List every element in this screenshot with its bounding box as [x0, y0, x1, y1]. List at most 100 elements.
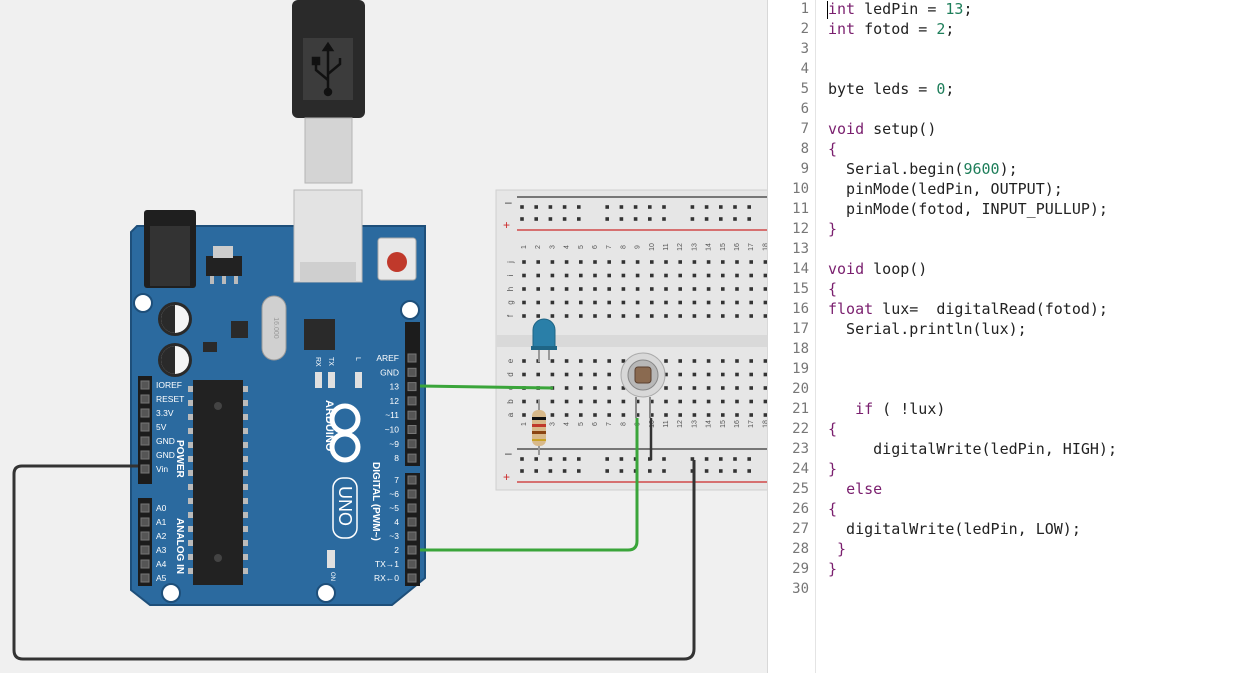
code-line[interactable]: else [828, 479, 882, 499]
line-number: 14 [792, 261, 809, 277]
pin-digital-top-2[interactable] [407, 382, 417, 392]
pin-digital-top-4[interactable] [407, 410, 417, 420]
pin-analog-4[interactable] [140, 559, 150, 569]
pin-analog-3[interactable] [140, 545, 150, 555]
breadboard-column-label: 11 [663, 243, 670, 250]
pin-analog-0[interactable] [140, 503, 150, 513]
code-token: { [828, 420, 838, 438]
code-line[interactable]: { [828, 279, 837, 299]
line-number: 16 [792, 301, 809, 317]
pin-label: IOREF [156, 380, 182, 390]
code-line[interactable]: pinMode(ledPin, OUTPUT); [828, 179, 1063, 199]
breadboard-column-label: 8 [620, 245, 627, 249]
code-line[interactable]: } [828, 559, 837, 579]
code-line[interactable]: } [828, 459, 837, 479]
pin-analog-5[interactable] [140, 573, 150, 583]
code-line[interactable]: void loop() [828, 259, 927, 279]
code-line[interactable]: int fotod = 2; [828, 19, 954, 39]
code-line[interactable]: byte leds = 0; [828, 79, 954, 99]
breadboard-column-label: 6 [592, 245, 599, 249]
board-led-label: L [354, 357, 361, 361]
pin-label: 12 [390, 396, 400, 406]
wire-pin13-led[interactable] [419, 384, 554, 390]
regulator-tab [213, 246, 233, 258]
code-line[interactable]: Serial.begin(9600); [828, 159, 1018, 179]
pin-digital-bottom-2[interactable] [407, 503, 417, 513]
breadboard-column-label: 18 [762, 420, 767, 428]
breadboard-row-label: d [506, 372, 515, 376]
smd-chip [203, 342, 217, 352]
code-line[interactable]: } [828, 539, 846, 559]
power-jack-inner [150, 226, 190, 286]
pin-label: A1 [156, 517, 167, 527]
pin-label: 2 [394, 545, 399, 555]
code-line[interactable]: pinMode(fotod, INPUT_PULLUP); [828, 199, 1108, 219]
pin-digital-top-5[interactable] [407, 425, 417, 434]
photodiode[interactable] [620, 352, 666, 418]
code-line[interactable]: int ledPin = 13; [828, 0, 973, 19]
code-line[interactable]: } [828, 219, 837, 239]
reset-button-cap[interactable] [387, 252, 407, 272]
pin-digital-bottom-7[interactable] [407, 573, 417, 583]
pin-power-1[interactable] [140, 394, 150, 404]
code-token: fotod = [855, 20, 937, 38]
pin-digital-bottom-5[interactable] [407, 545, 417, 555]
pin-power-0[interactable] [140, 380, 150, 390]
breadboard-column-label: 10 [649, 420, 656, 428]
pin-digital-top-3[interactable] [407, 396, 417, 406]
blue-led[interactable] [531, 318, 557, 362]
smd-chip [231, 321, 248, 338]
breadboard-column-label: 3 [549, 422, 556, 426]
breadboard-column-label: 1 [521, 422, 528, 426]
pin-digital-bottom-4[interactable] [407, 531, 417, 541]
atmega-chip [193, 380, 243, 585]
uno-badge: UNO [332, 477, 358, 539]
code-line[interactable]: digitalWrite(ledPin, HIGH); [828, 439, 1117, 459]
code-line[interactable]: Serial.println(lux); [828, 319, 1027, 339]
code-line[interactable]: { [828, 499, 837, 519]
pin-power-5[interactable] [140, 450, 150, 460]
pin-analog-2[interactable] [140, 531, 150, 541]
code-line[interactable]: float lux= digitalRead(fotod); [828, 299, 1108, 319]
code-token: byte leds = [828, 80, 937, 98]
pin-label: 5V [156, 422, 167, 432]
code-line[interactable]: digitalWrite(ledPin, LOW); [828, 519, 1081, 539]
wire-gnd-rail[interactable] [12, 460, 696, 661]
pin-digital-bottom-3[interactable] [407, 517, 417, 527]
code-token: digitalWrite(ledPin, LOW); [828, 520, 1081, 538]
breadboard-row-label: h [506, 287, 515, 291]
pin-digital-bottom-1[interactable] [407, 489, 417, 499]
pin-power-3[interactable] [140, 422, 150, 432]
breadboard-column-label: 4 [564, 245, 571, 249]
pin-digital-top-6[interactable] [407, 439, 417, 449]
line-number: 15 [792, 281, 809, 297]
pin-power-6[interactable] [140, 464, 150, 474]
line-number: 26 [792, 501, 809, 517]
code-token [828, 400, 855, 418]
breadboard-column-label: 16 [734, 420, 741, 428]
pin-digital-top-0[interactable] [407, 353, 417, 363]
pin-digital-bottom-6[interactable] [407, 559, 417, 569]
pin-digital-top-1[interactable] [407, 367, 417, 377]
pin-digital-top-7[interactable] [407, 453, 417, 463]
code-line[interactable]: { [828, 419, 837, 439]
code-line[interactable]: void setup() [828, 119, 936, 139]
rail-minus-label: – [505, 446, 512, 460]
breadboard-column-label: 12 [677, 420, 684, 428]
line-number: 4 [800, 61, 809, 77]
pin-digital-bottom-0[interactable] [407, 475, 417, 485]
pin-analog-1[interactable] [140, 517, 150, 527]
code-line[interactable]: if ( !lux) [828, 399, 945, 419]
pin-power-4[interactable] [140, 436, 150, 446]
line-number: 18 [792, 341, 809, 357]
wire-pin2-photodiode[interactable] [420, 418, 639, 552]
resistor[interactable] [532, 400, 546, 455]
code-line[interactable]: { [828, 139, 837, 159]
line-number: 1 [800, 1, 809, 17]
pin-power-2[interactable] [140, 408, 150, 418]
usb-interface-chip [304, 319, 335, 350]
